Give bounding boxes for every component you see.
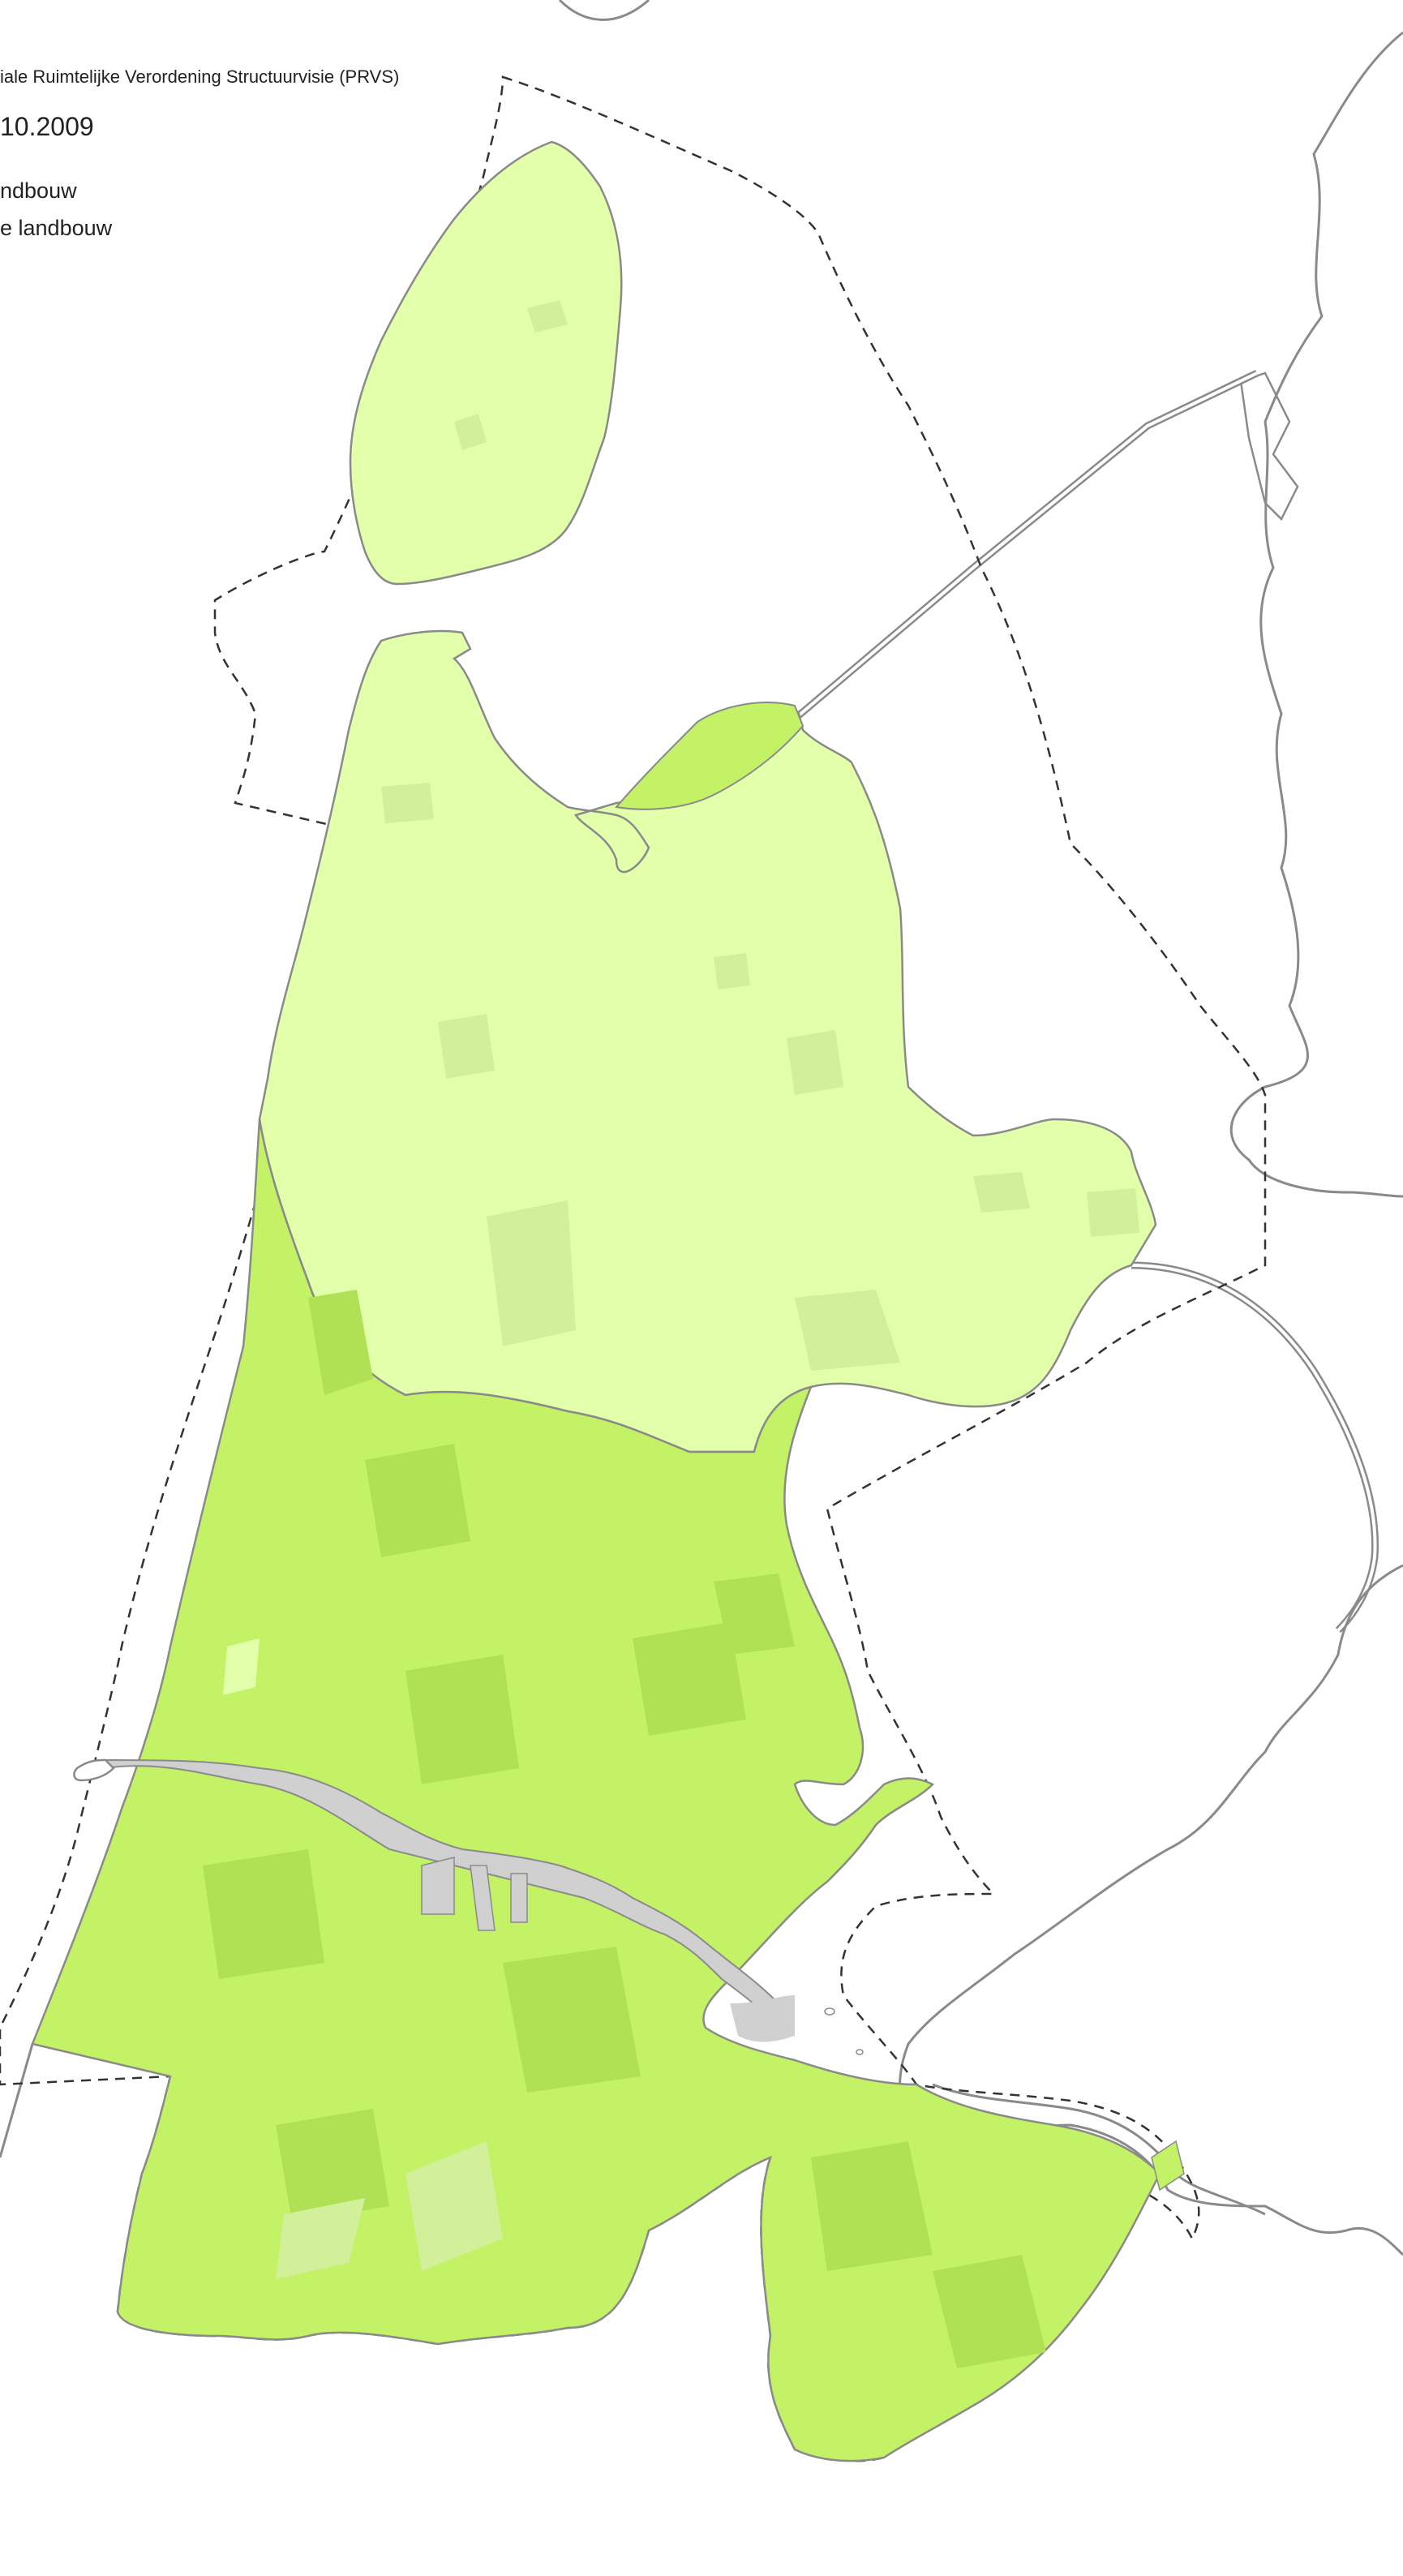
gooi-coastline <box>932 2083 1266 2216</box>
flevoland-coastline <box>899 1564 1403 2256</box>
afsluitdijk <box>796 369 1259 719</box>
harbour-inlet <box>1239 371 1299 522</box>
texel-island <box>349 140 623 586</box>
island-outline-top <box>558 0 650 21</box>
map-legend: iale Ruimtelijke Verordening Structuurvi… <box>0 0 568 260</box>
legend-item-1: ndbouw <box>0 178 77 203</box>
legend-date: 10.2009 <box>0 112 94 141</box>
right-coastline <box>1229 31 1403 1198</box>
harbour-outline <box>73 1758 115 1782</box>
legend-item-2: e landbouw <box>0 216 113 240</box>
houtribdijk <box>1131 1261 1379 1634</box>
legend-title: iale Ruimtelijke Verordening Structuurvi… <box>0 67 400 87</box>
wieringen-patch <box>615 702 804 810</box>
province-boundary <box>0 75 1267 2462</box>
